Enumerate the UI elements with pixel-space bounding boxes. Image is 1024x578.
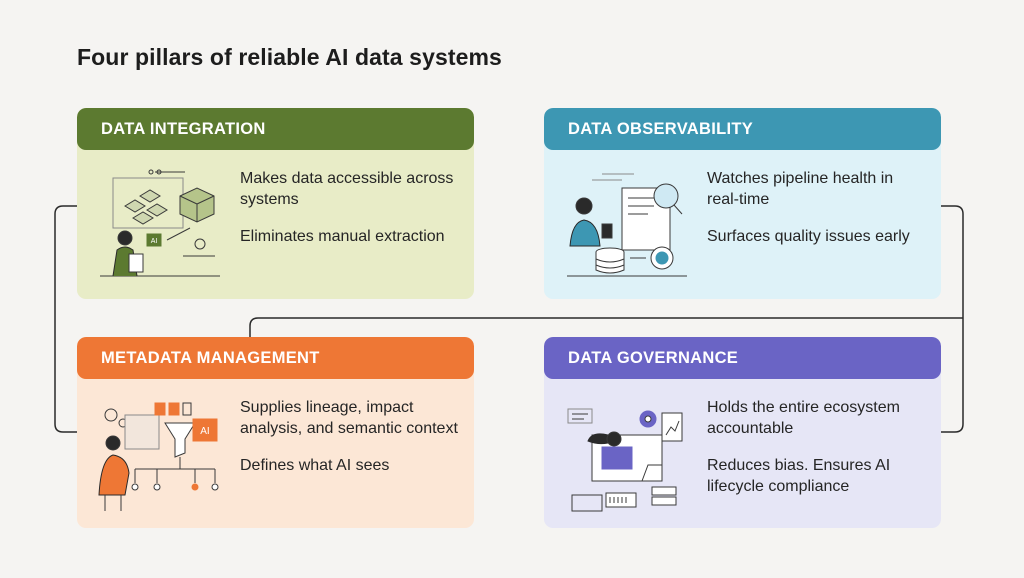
card-data-governance: DATA GOVERNANCE Holds the enti: [544, 337, 941, 528]
observability-illustration: [567, 173, 687, 277]
card-heading: DATA GOVERNANCE: [544, 337, 941, 379]
card-metadata-management: METADATA MANAGEMENT AI Supplies lineage,…: [77, 337, 474, 528]
page-title: Four pillars of reliable AI data systems: [77, 44, 502, 70]
ai-badge-text: AI: [151, 238, 158, 245]
card-point: Watches pipeline health in real-time: [707, 170, 894, 208]
card-point: Reduces bias. Ensures AI lifecycle compl…: [707, 457, 891, 495]
card-point: Eliminates manual extraction: [240, 228, 445, 245]
card-point: Defines what AI sees: [240, 457, 390, 474]
card-point: Makes data accessible across systems: [240, 170, 454, 208]
card-heading: DATA INTEGRATION: [77, 108, 474, 150]
card-heading: METADATA MANAGEMENT: [77, 337, 474, 379]
card-points: Makes data accessible across systems Eli…: [240, 168, 460, 263]
card-point: Supplies lineage, impact analysis, and s…: [240, 399, 458, 437]
metadata-illustration: AI: [98, 402, 219, 511]
integration-illustration: AI: [100, 169, 220, 277]
card-data-integration: DATA INTEGRATION AI Makes data ac: [77, 108, 474, 299]
card-points: Watches pipeline health in real-time Sur…: [707, 168, 927, 263]
card-point: Holds the entire ecosystem accountable: [707, 399, 900, 437]
card-heading: DATA OBSERVABILITY: [544, 108, 941, 150]
card-points: Supplies lineage, impact analysis, and s…: [240, 397, 460, 492]
card-points: Holds the entire ecosystem accountable R…: [707, 397, 927, 513]
governance-illustration: [567, 408, 683, 512]
card-point: Surfaces quality issues early: [707, 228, 910, 245]
ai-badge-text: AI: [200, 426, 209, 437]
card-data-observability: DATA OBSERVABILITY Watches pipeline heal…: [544, 108, 941, 299]
